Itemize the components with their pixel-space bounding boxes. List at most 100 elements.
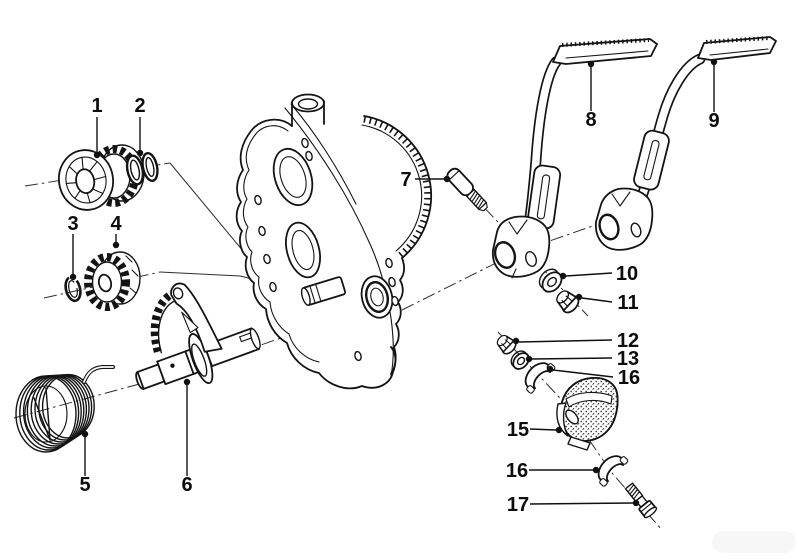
part-7-pinch-bolt (446, 167, 488, 212)
pedal-rubber-bore (565, 409, 579, 425)
callout-label-1[interactable]: 1 (91, 95, 102, 117)
spring-wire-end (33, 387, 51, 441)
callout-label-15[interactable]: 15 (507, 419, 529, 441)
pinion-teeth (84, 253, 130, 311)
callout-label-4[interactable]: 4 (110, 213, 122, 235)
bolt-tip (478, 202, 488, 212)
case-drum-inner-arc (361, 124, 423, 252)
nut12-top (496, 334, 508, 347)
bolt17-head-face (643, 506, 658, 519)
leader-8 (587, 60, 595, 111)
case-bore-upper (272, 147, 314, 207)
callout-label-8[interactable]: 8 (585, 109, 596, 131)
lever8-knurl (561, 38, 650, 47)
part-9-kick-lever-curved (594, 36, 777, 251)
case-fill (236, 99, 432, 389)
ratchet-segment-root (157, 300, 176, 354)
callout-label-17[interactable]: 17 (507, 494, 529, 516)
lever8-hub-bore (493, 241, 517, 269)
leader-17 (529, 499, 640, 507)
leader-15 (529, 426, 563, 434)
case-bore-middle (285, 221, 321, 279)
lever9-panel-slot (643, 139, 660, 181)
lever8-panel-slot (536, 174, 551, 220)
part-13-washer (510, 350, 530, 370)
leader-6 (183, 378, 191, 476)
shaft-oil-hole (170, 363, 175, 368)
leader-13 (525, 355, 613, 363)
spring-coils (15, 373, 95, 453)
ratchet-spokes (65, 156, 107, 204)
pinion-helix-lines (125, 255, 139, 294)
case-bolt-holes (254, 137, 399, 362)
part-17-clamp-bolt (624, 482, 658, 519)
leader-16-upper (546, 365, 614, 378)
case-left-outline (235, 118, 397, 390)
ratchet-segment-teeth (150, 289, 176, 353)
callout-label-2[interactable]: 2 (134, 95, 145, 117)
pedal-rubber-tab (567, 436, 591, 451)
shim-ring-b (141, 152, 159, 182)
lever8-hub (491, 215, 551, 279)
pawl-arm (170, 282, 223, 353)
callout-label-3[interactable]: 3 (67, 213, 78, 235)
callout-label-16-lower[interactable]: 16 (506, 460, 528, 482)
part-8-kick-lever-straight (491, 38, 658, 279)
callout-label-11[interactable]: 11 (617, 292, 638, 314)
callout-label-16-upper[interactable]: 16 (618, 367, 640, 389)
spring-front-face (24, 385, 68, 443)
callout-label-9[interactable]: 9 (708, 110, 719, 132)
lever9-hub-bolt-hole (630, 222, 642, 238)
callout-label-6[interactable]: 6 (181, 474, 192, 496)
shaft-right-tip (249, 328, 261, 350)
callout-label-12[interactable]: 12 (617, 330, 639, 352)
callout-label-13[interactable]: 13 (617, 348, 639, 370)
leader-16-lower (529, 466, 600, 474)
part-15-pedal-rubber (556, 377, 619, 451)
pedal-rubber-texture (560, 377, 619, 442)
leader-5 (81, 430, 89, 476)
case-seal-bore (360, 275, 394, 319)
pedal-rubber-band (565, 391, 613, 408)
part-6-kickstarter-shaft (135, 282, 261, 390)
lever9-knurl (705, 36, 770, 44)
part-2-shim-rings (125, 152, 159, 186)
engine-case-cover (235, 93, 432, 390)
nut11-top (556, 290, 570, 304)
part-12-nut (496, 334, 517, 355)
lever8-pedal-blade (552, 38, 658, 65)
part-10-washer (538, 268, 563, 293)
ratchet-hub (58, 149, 114, 211)
callout-label-10[interactable]: 10 (616, 263, 638, 285)
case-right-edge-steps (390, 257, 405, 375)
case-inner-contour (242, 125, 320, 363)
case-drum-rib-hatching (363, 115, 432, 259)
watermark-smudge (712, 531, 796, 553)
bolt17-thread-hatching (627, 484, 640, 500)
leader-4 (112, 234, 120, 249)
lever9-pedal-blade (697, 36, 777, 61)
part-11-nut (556, 290, 580, 314)
callout-label-5[interactable]: 5 (79, 474, 90, 496)
pawl-arm-cutout (181, 311, 199, 334)
part-1-idler-gear (58, 144, 145, 211)
leader-2 (136, 117, 144, 157)
pawl-pivot-pin (172, 287, 184, 300)
leader-1 (93, 117, 101, 159)
case-shaft-boss (300, 276, 347, 306)
lever9-hub-bore (598, 213, 620, 241)
callout-label-7[interactable]: 7 (400, 169, 411, 191)
lever9-hub (594, 187, 654, 251)
part-16-clamp-lower (597, 455, 629, 487)
callout-labels: 1 2 3 4 5 6 7 8 9 10 11 12 13 16 15 16 1… (67, 95, 719, 516)
part-3-circlip (64, 275, 82, 303)
spring-hook (82, 365, 115, 384)
ratchet-segment-fill (154, 292, 196, 352)
leader-7 (415, 175, 451, 183)
part-4-pinion-gear (84, 251, 141, 311)
shim-ring-a (125, 154, 145, 186)
pedal-rubber-slot (556, 402, 569, 437)
leader-11 (575, 293, 613, 303)
